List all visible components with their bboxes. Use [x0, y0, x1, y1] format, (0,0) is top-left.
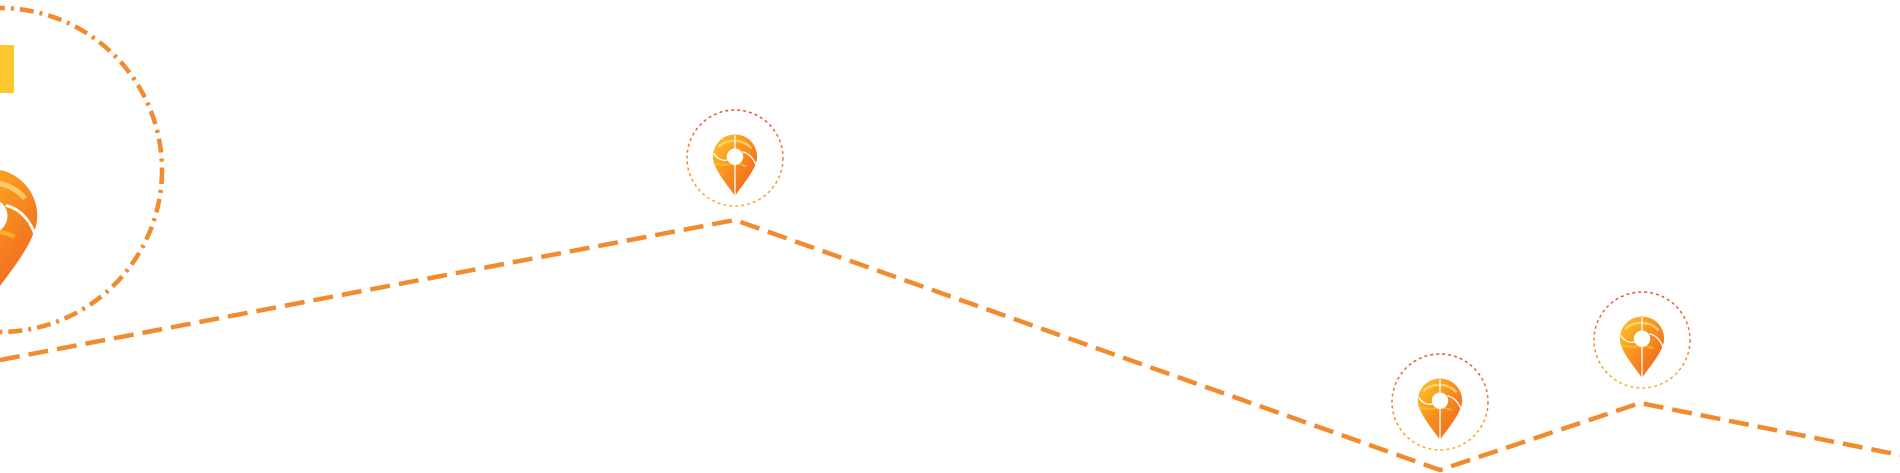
dashed-ring	[686, 109, 784, 207]
route-line	[0, 217, 1900, 473]
large-ring	[0, 5, 165, 335]
map-pin-marker[interactable]	[1391, 353, 1489, 451]
pin-highlight-arc	[0, 87, 86, 169]
large-start-pin	[0, 5, 165, 335]
dashed-ring	[1391, 353, 1489, 451]
map-pin-icon	[0, 169, 37, 300]
pin-yellow-accent	[0, 45, 14, 93]
map-pin-marker[interactable]	[686, 109, 784, 207]
map-pin-icon	[711, 133, 759, 198]
map-pin-marker[interactable]	[1593, 291, 1691, 389]
dashed-ring	[1593, 291, 1691, 389]
map-pin-icon	[1618, 315, 1666, 380]
map-pin-icon	[1416, 377, 1464, 442]
